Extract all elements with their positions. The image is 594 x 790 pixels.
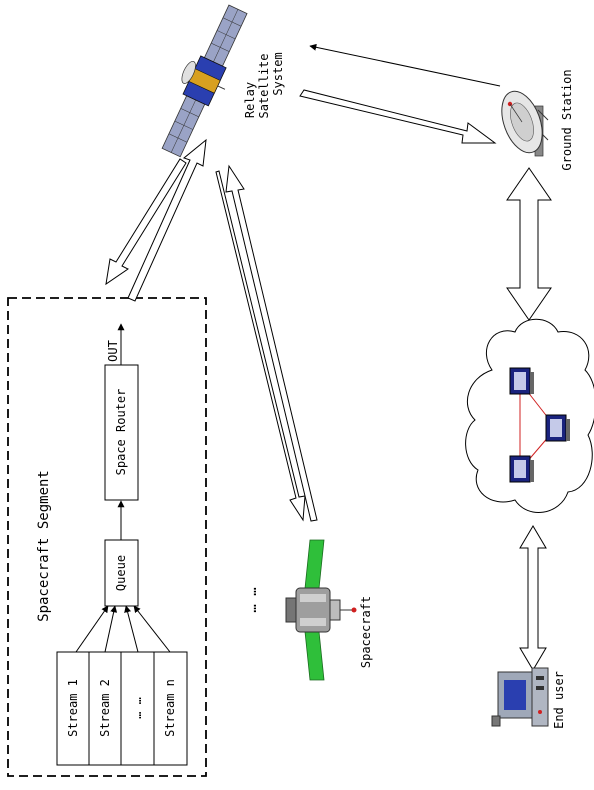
out-label: OUT [106, 340, 120, 362]
relay-label-line3: System [271, 52, 285, 95]
spacecraft-icon [286, 540, 357, 680]
network-cloud [466, 319, 594, 512]
ground-station-dish-icon [494, 86, 550, 158]
ground-cloud-arrow [507, 168, 551, 320]
end-user-computer-icon [492, 668, 548, 726]
relay-label-line2: Satellite [257, 53, 271, 118]
segment-uplink-arrows [106, 140, 206, 301]
relay-label-line1: Relay [243, 82, 257, 118]
relay-satellite-icon [150, 0, 258, 162]
network-node-icon [510, 368, 534, 394]
network-node-icon [546, 415, 570, 441]
spacecraft-ellipsis: … … [244, 587, 260, 612]
stream-n-label: Stream n [163, 679, 177, 737]
ground-station-label: Ground Station [560, 69, 574, 170]
network-node-icon [510, 456, 534, 482]
segment-title: Spacecraft Segment [36, 470, 52, 622]
stream-1-label: Stream 1 [66, 679, 80, 737]
spacecraft-label: Spacecraft [359, 596, 373, 668]
cloud-enduser-arrow [520, 526, 546, 670]
spacecraft-segment: Spacecraft Segment Stream 1 Stream 2 … …… [8, 298, 206, 776]
space-router-label: Space Router [114, 389, 128, 476]
satellite-to-ground-arrow [300, 90, 495, 143]
stream-ellipsis-label: … … [130, 697, 144, 719]
spacecraft-link-arrows [216, 166, 317, 521]
stream-to-queue-arrows [76, 606, 170, 652]
end-user-label: End user [552, 671, 566, 729]
queue-label: Queue [114, 555, 128, 591]
streams-group: Stream 1 Stream 2 … … Stream n [57, 652, 187, 765]
stream-2-label: Stream 2 [98, 679, 112, 737]
ground-to-satellite-arrow [310, 46, 500, 86]
